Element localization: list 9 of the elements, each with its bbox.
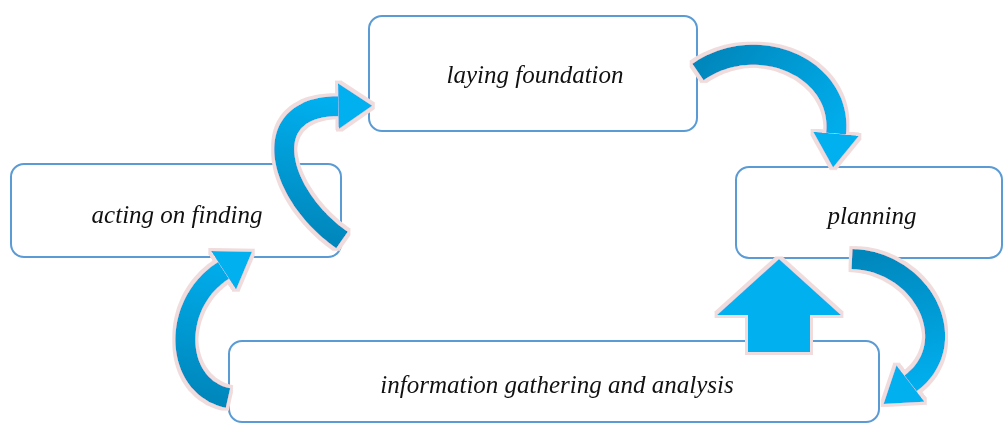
step-label: laying foundation [446,61,624,89]
step-label: information gathering and analysis [380,371,734,399]
step-label: planning [827,202,917,230]
process-box [228,340,880,423]
step-label: acting on finding [91,201,263,229]
process-box [10,163,342,258]
process-box [368,15,698,132]
curved-arrow [274,83,373,249]
process-box [735,166,1003,259]
